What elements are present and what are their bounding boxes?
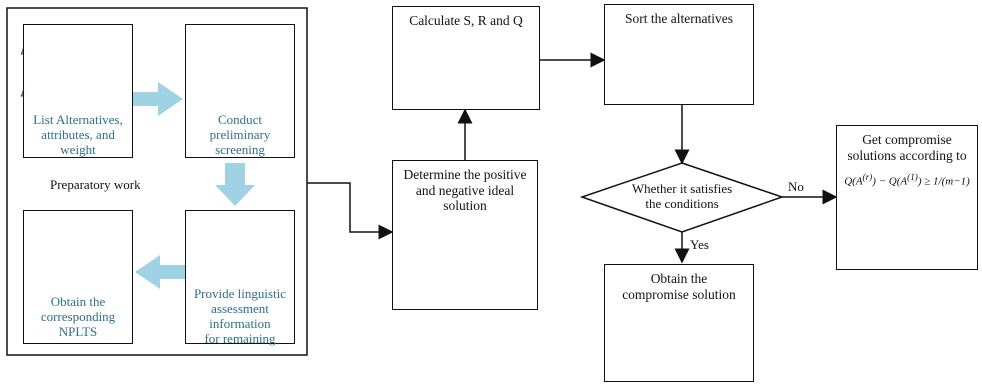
prep-flow-arrows <box>133 82 255 289</box>
no-label: No <box>788 179 804 194</box>
get-label: Get compromise solutions according to <box>847 132 967 163</box>
ideal-box: Determine the positive and negative idea… <box>392 160 538 310</box>
prep-container <box>6 7 308 356</box>
arrow-prep-ideal <box>307 182 394 240</box>
nplts-box: Obtain the corresponding NPLTS <box>23 210 133 344</box>
linguistic-box: Provide linguistic assessment informatio… <box>185 210 295 346</box>
calc-label: Calculate S, R and Q <box>409 13 523 28</box>
nplts-label: Obtain the corresponding NPLTS <box>40 294 116 339</box>
big-arrow-down <box>215 163 255 206</box>
list-label: List Alternatives, attributes, and weigh… <box>33 112 123 157</box>
calc-box: Calculate S, R and Q <box>392 6 540 110</box>
yes-label: Yes <box>690 237 709 252</box>
decision-diamond <box>579 162 785 233</box>
linguistic-label: Provide linguistic assessment informatio… <box>193 286 287 346</box>
section-label: Preparatory work <box>50 177 141 192</box>
big-arrow-left <box>135 255 185 289</box>
ideal-label: Determine the positive and negative idea… <box>403 167 527 214</box>
decision-label: Whether it satisfies the conditions <box>631 181 733 211</box>
sort-box: Sort the alternatives <box>604 4 754 105</box>
screen-box: Conduct preliminary screening <box>185 24 295 158</box>
obtain-box: Obtain the compromise solution <box>604 264 754 382</box>
list-box: List Alternatives, attributes, and weigh… <box>23 24 133 158</box>
obtain-label: Obtain the compromise solution <box>622 271 736 302</box>
get-box: Get compromise solutions according to Q(… <box>836 125 978 270</box>
big-arrow-right <box>133 82 183 116</box>
condition-formula: Q(A(r)) − Q(A(1)) ≥ 1/(m−1) <box>844 172 970 188</box>
sort-label: Sort the alternatives <box>625 11 733 26</box>
screen-label: Conduct preliminary screening <box>209 112 271 157</box>
